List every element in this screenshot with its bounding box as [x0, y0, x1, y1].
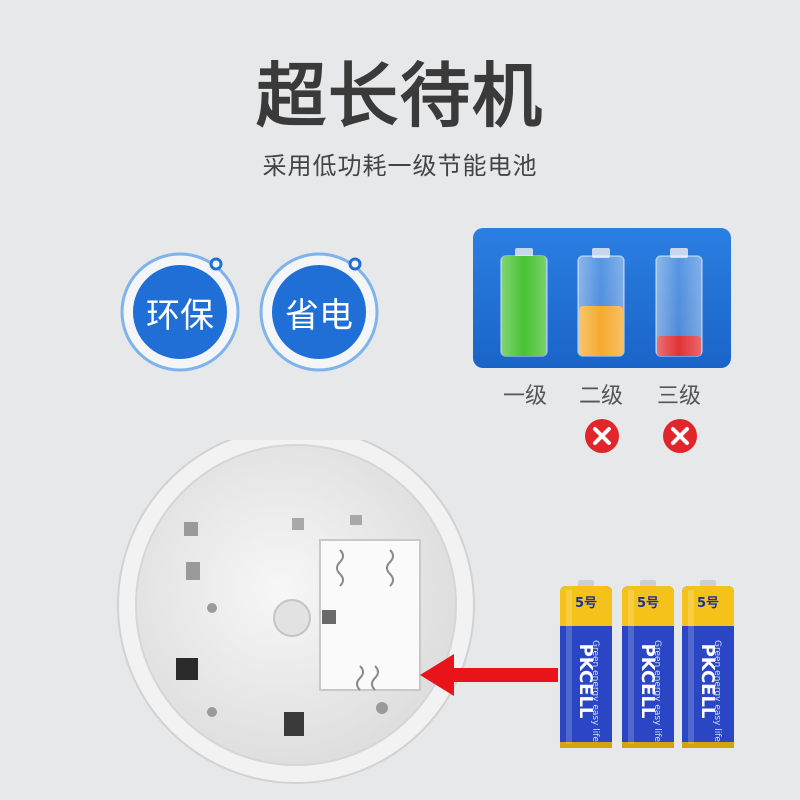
level-label-3: 三级 [656, 384, 701, 409]
power-save-badge: 省电 [257, 250, 381, 374]
aa-battery-body [682, 580, 734, 748]
battery-type-label: 5号 [696, 596, 720, 611]
page-title: 超长待机 [256, 55, 544, 137]
battery-levels-graphic [500, 248, 703, 357]
level-label-2: 二级 [578, 384, 623, 409]
eco-badge-label: 环保 [146, 295, 214, 336]
battery-glass [656, 256, 702, 356]
level-label-1: 一级 [502, 384, 547, 409]
x-circle-icon [585, 419, 619, 453]
battery-slogan-label: Green energy easy life [652, 640, 662, 742]
eco-badge: 环保 [118, 250, 242, 374]
battery-glass [501, 256, 547, 356]
battery-type-label: 5号 [636, 596, 660, 611]
aa-battery-body [560, 580, 612, 748]
battery-level-panel [473, 228, 731, 368]
badge-ring-icon [120, 252, 240, 372]
badge-ring-icon [259, 252, 379, 372]
aa-battery-body [622, 580, 674, 748]
battery-type-label: 5号 [574, 596, 598, 611]
battery-slogan-label: Green energy easy life [712, 640, 722, 742]
page-subtitle: 采用低功耗一级节能电池 [262, 152, 538, 180]
detector-back-cover [117, 440, 475, 784]
battery-slogan-label: Green energy easy life [590, 640, 600, 742]
battery-glass [578, 256, 624, 356]
arrow-left-icon [420, 654, 558, 696]
x-circle-icon [663, 419, 697, 453]
power-save-badge-label: 省电 [285, 295, 353, 336]
